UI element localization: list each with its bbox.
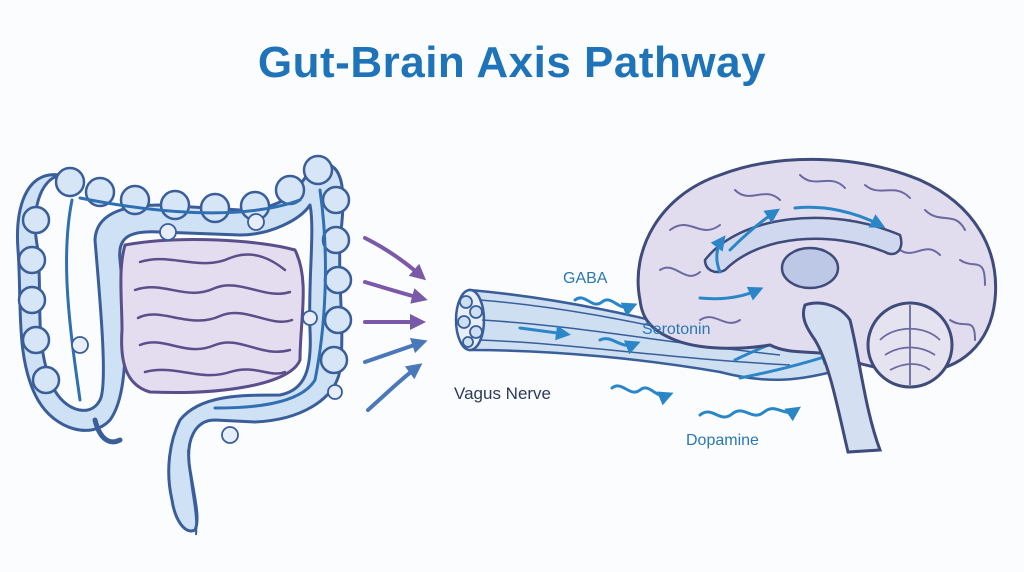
dopamine-label: Dopamine (686, 432, 759, 449)
serotonin-label: Serotonin (642, 321, 711, 338)
small-intestine (119, 238, 305, 394)
brain (636, 157, 998, 454)
gut-signal-arrows (363, 236, 428, 412)
intestines (16, 154, 353, 536)
vagus-nerve-label: Vagus Nerve (454, 384, 552, 403)
diagram-title: Gut-Brain Axis Pathway (257, 38, 767, 87)
gaba-label: GABA (563, 270, 608, 287)
